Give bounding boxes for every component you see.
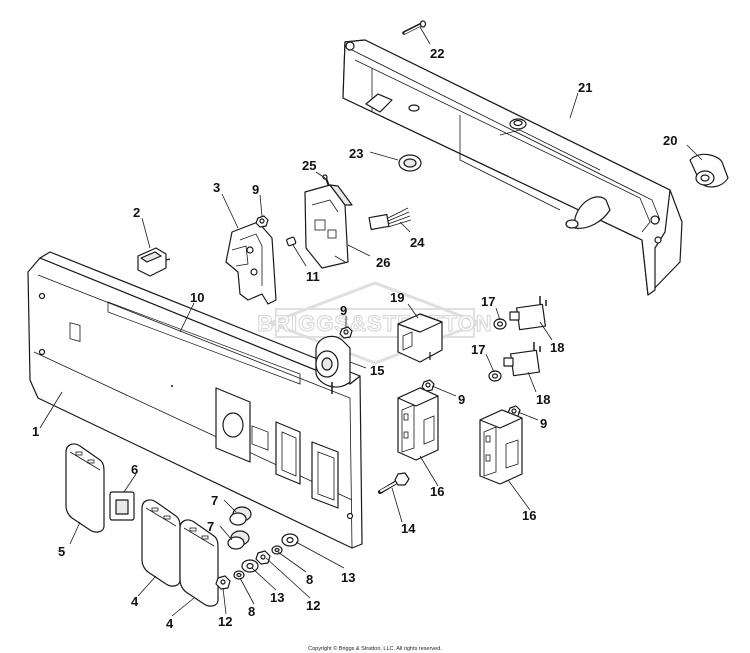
- part-16-outlet-left: [397, 387, 439, 461]
- callout-7: 7: [211, 493, 218, 508]
- callout-9: 9: [540, 416, 547, 431]
- callout-16: 16: [430, 484, 444, 499]
- callout-6: 6: [131, 462, 138, 477]
- watermark-text: BRIGGS&STRATTON: [257, 311, 492, 336]
- callout-26: 26: [376, 255, 390, 270]
- callout-8: 8: [248, 604, 255, 619]
- part-21-housing: [342, 39, 683, 296]
- callout-14: 14: [401, 521, 416, 536]
- part-15-breaker-round: [315, 335, 351, 394]
- part-7-knob-lower: [227, 530, 250, 550]
- callout-7: 7: [207, 519, 214, 534]
- briggs-stratton-watermark: BRIGGS&STRATTON: [257, 281, 492, 365]
- part-12-nut-left: [215, 575, 231, 590]
- part-23-bushing: [398, 154, 422, 172]
- callout-12: 12: [306, 598, 320, 613]
- part-24-harness: [368, 207, 412, 231]
- copyright-text: Copyright © Briggs & Stratton, LLC. All …: [308, 645, 442, 652]
- callout-24: 24: [410, 235, 425, 250]
- callout-23: 23: [349, 146, 363, 161]
- callouts: 22 21 20 23 25 3 9 2 24 11 26 10 19 17 9…: [32, 46, 677, 631]
- callout-4: 4: [131, 594, 139, 609]
- part-4-cover-lower: [179, 519, 219, 607]
- part-7-knob-upper: [229, 506, 252, 526]
- callout-11: 11: [306, 269, 320, 284]
- callout-8: 8: [306, 572, 313, 587]
- callout-9: 9: [458, 392, 465, 407]
- callout-3: 3: [213, 180, 220, 195]
- part-13-washer-left: [241, 559, 259, 573]
- part-8-washer-right: [271, 545, 283, 555]
- part-18-breaker-upper: [509, 296, 547, 331]
- callout-18: 18: [550, 340, 564, 355]
- callout-13: 13: [270, 590, 284, 605]
- callout-17: 17: [471, 342, 485, 357]
- callout-9: 9: [340, 303, 347, 318]
- callout-4: 4: [166, 616, 174, 631]
- part-9-nut-mid: [339, 326, 353, 339]
- callout-25: 25: [302, 158, 316, 173]
- part-11-spacer: [286, 236, 297, 247]
- part-3-bracket: [225, 221, 277, 305]
- callout-13: 13: [341, 570, 355, 585]
- part-1-front-panel: [27, 251, 363, 549]
- callout-15: 15: [370, 363, 384, 378]
- callout-17: 17: [481, 294, 495, 309]
- part-26-circuit-board: [304, 184, 353, 269]
- callout-20: 20: [663, 133, 677, 148]
- part-17-washer-upper: [493, 318, 507, 330]
- part-20-grommet: [689, 153, 729, 188]
- part-2-switch: [137, 247, 171, 277]
- part-8-washer-left: [233, 570, 245, 580]
- part-14-bolt: [378, 472, 410, 494]
- part-19-receptacle: [397, 313, 443, 363]
- part-12-nut-right: [255, 550, 271, 565]
- part-6-switch: [109, 491, 135, 521]
- part-17-washer-lower: [488, 370, 502, 382]
- part-18-breaker-lower: [503, 342, 541, 377]
- part-13-washer-right: [281, 533, 299, 547]
- leader-lines: [39, 26, 703, 617]
- callout-9: 9: [252, 182, 259, 197]
- callout-16: 16: [522, 508, 536, 523]
- part-9-nut-upper: [255, 215, 269, 228]
- callout-12: 12: [218, 614, 232, 629]
- part-9-nut-right-upper: [421, 379, 435, 392]
- part-22-screw: [402, 20, 427, 35]
- callout-5: 5: [58, 544, 65, 559]
- callout-21: 21: [578, 80, 592, 95]
- callout-10: 10: [190, 290, 204, 305]
- callout-18: 18: [536, 392, 550, 407]
- part-16-outlet-right: [479, 409, 523, 485]
- callout-22: 22: [430, 46, 444, 61]
- part-4-cover-upper: [141, 499, 181, 587]
- callout-19: 19: [390, 290, 404, 305]
- callout-1: 1: [32, 424, 39, 439]
- callout-2: 2: [133, 205, 140, 220]
- part-5-cover: [65, 443, 105, 533]
